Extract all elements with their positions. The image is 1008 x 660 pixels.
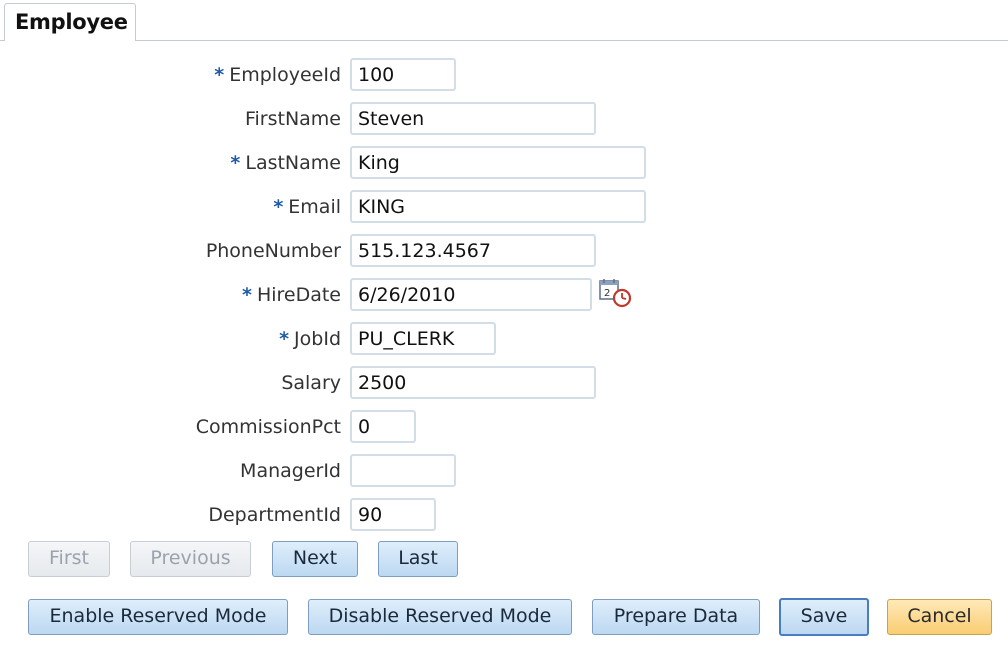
label-text: Salary — [281, 372, 341, 394]
label-text: CommissionPct — [195, 416, 341, 438]
previous-button[interactable]: Previous — [130, 541, 251, 577]
label-text: ManagerId — [240, 460, 341, 482]
tab-divider — [0, 40, 1008, 41]
required-marker: * — [279, 328, 290, 350]
label-job-id: *JobId — [279, 328, 341, 350]
enable-reserved-mode-button[interactable]: Enable Reserved Mode — [28, 599, 288, 635]
prepare-data-button[interactable]: Prepare Data — [592, 599, 760, 635]
phone-number-input[interactable] — [350, 234, 596, 267]
label-employee-id: *EmployeeId — [214, 64, 341, 86]
calendar-clock-icon[interactable]: 2 — [598, 278, 634, 312]
department-id-input[interactable] — [350, 498, 436, 531]
required-marker: * — [230, 152, 241, 174]
label-text: LastName — [245, 152, 341, 174]
commission-pct-input[interactable] — [350, 410, 416, 443]
salary-input[interactable] — [350, 366, 596, 399]
label-text: EmployeeId — [229, 64, 341, 86]
last-button[interactable]: Last — [378, 541, 458, 577]
next-button[interactable]: Next — [272, 541, 358, 577]
last-name-input[interactable] — [350, 146, 646, 179]
label-text: DepartmentId — [208, 504, 341, 526]
label-salary: Salary — [281, 372, 341, 394]
hire-date-input[interactable] — [350, 278, 592, 311]
disable-reserved-mode-button[interactable]: Disable Reserved Mode — [308, 599, 572, 635]
label-text: HireDate — [256, 284, 341, 306]
label-text: FirstName — [244, 108, 341, 130]
required-marker: * — [214, 64, 225, 86]
label-text: Email — [288, 196, 341, 218]
label-last-name: *LastName — [230, 152, 341, 174]
tab-employee[interactable]: Employee — [4, 3, 136, 41]
manager-id-input[interactable] — [350, 454, 456, 487]
label-text: JobId — [294, 328, 341, 350]
cancel-button[interactable]: Cancel — [887, 599, 992, 635]
job-id-input[interactable] — [350, 322, 496, 355]
first-name-input[interactable] — [350, 102, 596, 135]
label-commission-pct: CommissionPct — [196, 416, 341, 438]
tab-strip: Employee — [0, 0, 1008, 42]
label-hire-date: *HireDate — [242, 284, 341, 306]
label-text: PhoneNumber — [205, 240, 341, 262]
label-first-name: FirstName — [245, 108, 341, 130]
label-department-id: DepartmentId — [208, 504, 341, 526]
required-marker: * — [273, 196, 284, 218]
first-button[interactable]: First — [28, 541, 110, 577]
email-input[interactable] — [350, 190, 646, 223]
svg-text:2: 2 — [604, 288, 610, 299]
label-email: *Email — [273, 196, 341, 218]
label-phone-number: PhoneNumber — [206, 240, 341, 262]
required-marker: * — [242, 284, 252, 306]
employee-id-input[interactable] — [350, 58, 456, 91]
save-button[interactable]: Save — [779, 598, 869, 636]
label-manager-id: ManagerId — [240, 460, 341, 482]
